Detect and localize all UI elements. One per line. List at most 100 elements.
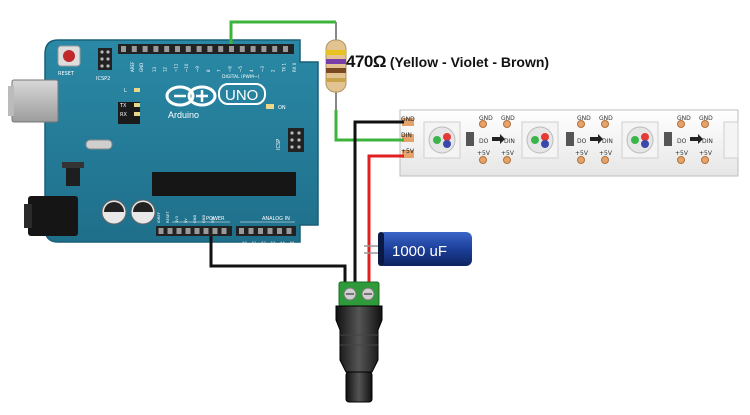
strip-pad-label: GND [501,115,515,122]
digital-pin-label: TX 1 [281,63,286,73]
dc-power-jack [28,196,78,236]
gnd-power-label-2: GND [202,215,206,223]
digital-pin [121,46,126,52]
strip-din-label: DIN [401,132,412,139]
digital-pin [185,46,191,52]
atmega-chip [152,172,296,196]
digital-pin-label: ~5 [238,66,243,72]
digital-pin-label: 13 [152,66,157,72]
led-tx-label: TX [119,103,127,109]
digital-pin-label: 8 [206,69,211,72]
uno-label: UNO [225,87,258,104]
power-pin [176,228,182,234]
digital-pin [131,46,137,52]
digital-pin [164,46,170,52]
power-pin [167,228,173,234]
strip-pad-label: +5V [575,150,589,157]
gnd-power-label: GND [193,215,197,223]
3v3-label: 3V3 [175,216,179,223]
capacitor-value: 1000 uF [392,243,447,260]
strip-pad [677,156,685,164]
strip-pad-label: DO [479,138,489,145]
digital-pin-label: ~6 [227,66,232,72]
digital-pin-label: ~10 [184,63,189,72]
strip-pad [601,156,609,164]
power-pin [221,228,227,234]
power-pin [194,228,200,234]
analog-pin-label: A2 [261,241,266,245]
capacitor: 1000 uF [364,232,472,266]
strip-pad-label: DIN [702,138,713,145]
strip-pad [577,156,585,164]
strip-pad-label: GND [577,115,591,122]
usb-port [11,79,59,123]
icsp2-label: ICSP2 [96,76,110,82]
strip-pad [577,120,585,128]
strip-pad-label: GND [699,115,713,122]
resistor-band-4 [326,78,346,82]
digital-pin [207,46,213,52]
digital-pin-label: 2 [271,69,276,72]
strip-pad [601,120,609,128]
power-pin [203,228,209,234]
led-rx-label: RX [120,112,127,118]
strip-pad-label: GND [479,115,493,122]
strip-pad [479,156,487,164]
digital-pin [229,46,234,52]
strip-pad [503,120,511,128]
analog-pin [267,228,273,234]
data-wire-2 [334,110,404,142]
gnd-top-label: GND [139,63,144,72]
resistor [325,22,347,110]
analog-pin [286,228,292,234]
icsp-label: ICSP [276,139,282,150]
icsp2-header [98,48,112,70]
dc-barrel-plug [335,281,383,403]
digital-pin-label: RX 0 [292,62,297,72]
led-l-label: L [124,88,127,94]
arrow-icon [590,134,603,144]
analog-pin-label: A4 [280,241,285,245]
digital-pin-label: ~11 [173,63,178,72]
analog-pin-label: A3 [271,241,276,245]
strip-pad [677,120,685,128]
analog-pin-label: A1 [252,241,257,245]
strip-pad-label: +5V [501,150,515,157]
strip-pad [503,156,511,164]
vin-label: VIN [211,216,215,223]
digital-pin [218,46,224,52]
power-wire [367,154,404,300]
digital-pin-label: ~9 [195,66,200,72]
digital-pin-label: 12 [163,66,168,72]
analog-pin [239,228,244,234]
strip-pad-label: DO [577,138,587,145]
uno-badge [218,83,266,105]
power-label: POWER [206,216,225,222]
analog-pin [258,228,263,234]
digital-pin [250,46,256,52]
resistor-bands-text: (Yellow - Violet - Brown) [389,54,550,70]
digital-pin [272,46,278,52]
strip-pad-label: +5V [699,150,713,157]
digital-pin [142,46,148,52]
ioref-label: IOREF [157,212,161,223]
arduino-logo [165,85,217,107]
digital-pin [196,46,202,52]
power-pin [158,228,164,234]
strip-5v-label: +5V [401,148,415,155]
strip-pad-label: GND [599,115,613,122]
resistor-value: 470Ω [346,52,387,71]
arduino-board: RESET ICSP2 L TX RX Arduino UNO ON [8,39,319,245]
arduino-brand: Arduino [168,110,199,120]
strip-pad-label: DIN [504,138,515,145]
reset-label: RESET [58,71,75,77]
digital-pin-label: ~3 [260,66,265,72]
arrow-icon [492,134,505,144]
strip-pad-label: +5V [477,150,491,157]
digital-pin [283,46,288,52]
5v-label: 5V [184,218,188,223]
digital-pin [261,46,267,52]
strip-pad-label: +5V [599,150,613,157]
usb-chip [118,102,140,124]
